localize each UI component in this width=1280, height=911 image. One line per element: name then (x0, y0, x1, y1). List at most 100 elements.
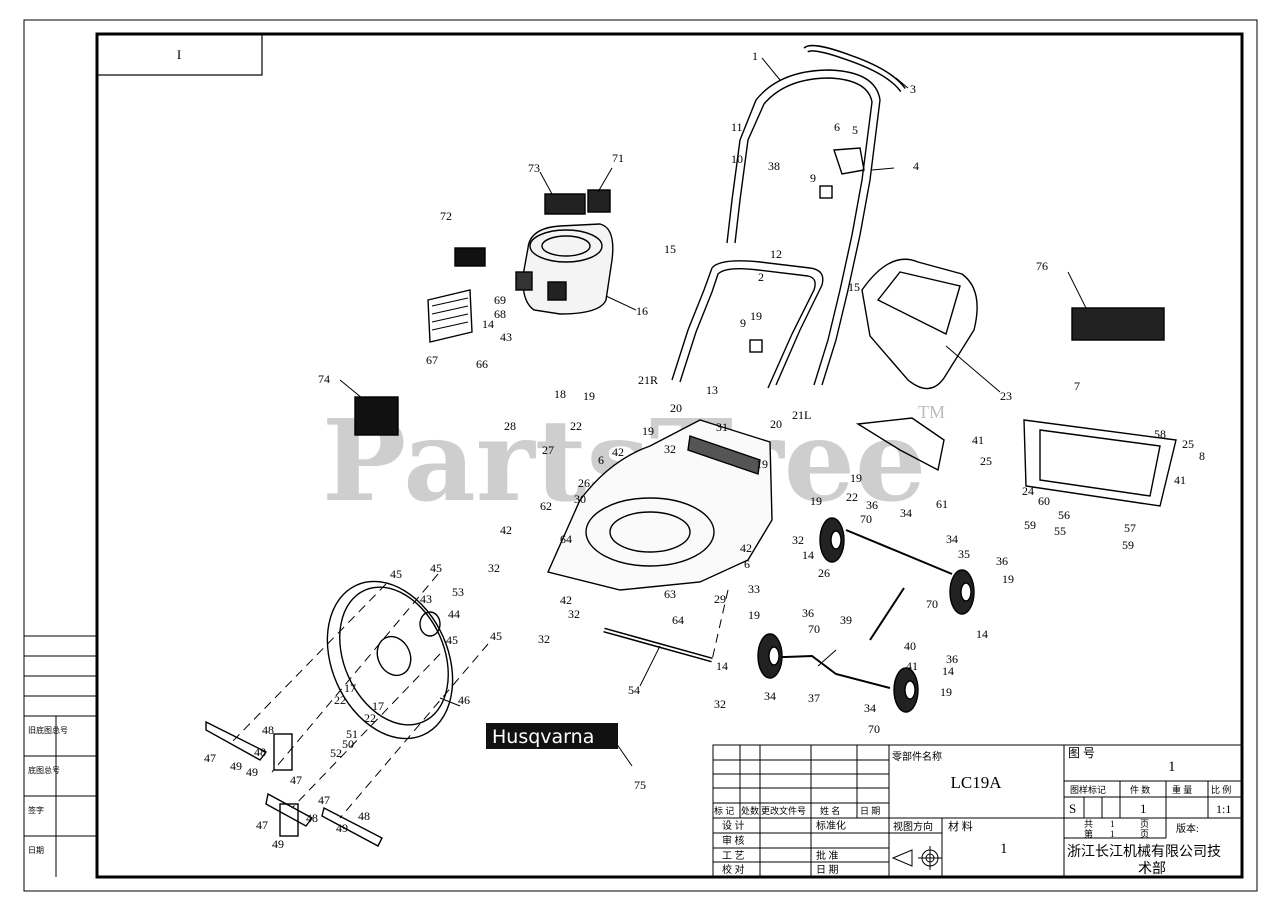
callout-42b: 42 (500, 523, 512, 537)
callout-31: 31 (716, 420, 728, 434)
callout-37: 37 (808, 691, 820, 705)
callout-48d: 48 (358, 809, 370, 823)
callout-19f: 19 (810, 494, 822, 508)
callout-29: 29 (714, 592, 726, 606)
callout-23: 23 (1000, 389, 1012, 403)
callout-56: 56 (1058, 508, 1070, 522)
callout-61: 61 (936, 497, 948, 511)
callout-75: 75 (634, 778, 646, 792)
callout-19c: 19 (642, 424, 654, 438)
callout-15a: 15 (664, 242, 676, 256)
callout-17b: 17 (372, 699, 384, 713)
callout-47d: 47 (256, 818, 268, 832)
tb-hdr-weight: 重 量 (1172, 784, 1192, 795)
assembly-lines (231, 573, 729, 819)
callout-40: 40 (904, 639, 916, 653)
callout-20a: 20 (670, 401, 682, 415)
callout-76: 76 (1036, 259, 1048, 273)
view-direction-icon (891, 846, 942, 870)
grass-bag (861, 258, 978, 390)
callout-43a: 43 (500, 330, 512, 344)
callout-15b: 15 (848, 280, 860, 294)
callout-28: 28 (504, 419, 516, 433)
air-filter (427, 289, 473, 343)
tb-drawing-no-label: 图 号 (1068, 746, 1095, 760)
callout-32a: 32 (664, 442, 676, 456)
callout-38: 38 (768, 159, 780, 173)
blade-disc (326, 580, 454, 740)
wheel-4 (893, 667, 919, 713)
callout-41b: 41 (1174, 473, 1186, 487)
callout-32f: 32 (714, 697, 726, 711)
callout-8: 8 (1199, 449, 1205, 463)
callout-66: 66 (476, 357, 488, 371)
callout-49c: 49 (336, 821, 348, 835)
callout-9b: 9 (740, 316, 746, 330)
tb-material: 1 (1000, 841, 1008, 857)
side-strip-date: 日期 (28, 846, 44, 855)
callout-55: 55 (1054, 524, 1066, 538)
callout-51: 51 (346, 727, 358, 741)
tb-part-name: LC19A (951, 773, 1003, 792)
outer-border (23, 19, 1258, 892)
callout-10: 10 (731, 152, 743, 166)
callout-6b: 6 (598, 453, 604, 467)
decal-71 (587, 189, 611, 213)
corner-box (96, 33, 263, 76)
callout-12: 12 (770, 247, 782, 261)
callout-46: 46 (458, 693, 470, 707)
callout-16: 16 (636, 304, 648, 318)
callout-57: 57 (1124, 521, 1136, 535)
handle-grip (803, 44, 906, 93)
callout-24: 24 (1022, 484, 1034, 498)
callout-27: 27 (542, 443, 554, 457)
callout-74: 74 (318, 372, 330, 386)
callout-47b: 47 (290, 773, 302, 787)
callout-18: 18 (554, 387, 566, 401)
callout-48a: 48 (262, 723, 274, 737)
callout-19b: 19 (583, 389, 595, 403)
rear-flap (855, 417, 945, 472)
inner-frame (95, 32, 1244, 879)
tb-qty: 1 (1140, 801, 1147, 816)
callout-62: 62 (540, 499, 552, 513)
tb-process: 工 艺 (722, 850, 745, 862)
callout-32b: 32 (792, 533, 804, 547)
tb-mark: S (1069, 801, 1076, 816)
callout-42a: 42 (612, 445, 624, 459)
callout-22d: 22 (364, 711, 376, 725)
callout-60: 60 (1038, 494, 1050, 508)
callout-3: 3 (910, 82, 916, 96)
callout-54: 54 (628, 683, 640, 697)
tb-rev-doc: 更改文件号 (761, 805, 806, 816)
callout-19d: 19 (756, 457, 768, 471)
mower-deck (547, 419, 773, 591)
decal-76 (1071, 307, 1165, 341)
tb-total-page: 页 (1140, 819, 1149, 829)
callout-19a: 19 (750, 309, 762, 323)
callout-32c: 32 (488, 561, 500, 575)
tb-standard: 标准化 (816, 819, 846, 832)
callout-49b: 49 (246, 765, 258, 779)
callout-33: 33 (748, 582, 760, 596)
callout-2: 2 (758, 270, 764, 284)
callout-34d: 34 (864, 701, 876, 715)
callout-36c: 36 (802, 606, 814, 620)
callout-36d: 36 (946, 652, 958, 666)
tb-drawing-no: 1 (1168, 759, 1176, 775)
callout-22a: 22 (570, 419, 582, 433)
callout-32d: 32 (568, 607, 580, 621)
tb-rev-name: 姓 名 (820, 805, 840, 816)
callout-26b: 26 (818, 566, 830, 580)
callout-45c: 45 (446, 633, 458, 647)
tb-hdr-scale: 比 例 (1211, 784, 1231, 795)
callout-22b: 22 (846, 490, 858, 504)
callout-25a: 25 (1182, 437, 1194, 451)
callout-34c: 34 (764, 689, 776, 703)
upper-handle (726, 69, 881, 386)
side-strip-old-base: 旧底图总号 (28, 725, 68, 735)
tb-sheet: 1 (1110, 829, 1115, 839)
callout-35: 35 (958, 547, 970, 561)
callout-49d: 49 (272, 837, 284, 851)
